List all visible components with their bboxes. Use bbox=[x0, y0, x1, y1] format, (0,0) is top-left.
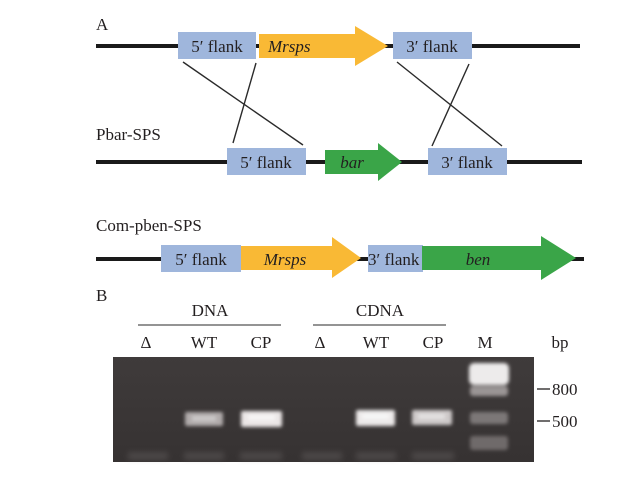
svg-text:Mrsps: Mrsps bbox=[267, 37, 311, 56]
gel-band bbox=[412, 410, 452, 425]
svg-text:3′ flank: 3′ flank bbox=[441, 153, 493, 172]
lane-label-dna-wt: WT bbox=[191, 333, 218, 352]
gene-arrow-bar: bar bbox=[325, 143, 402, 181]
gel-band bbox=[241, 411, 282, 427]
gel-band bbox=[356, 410, 395, 426]
lane-label-dna-cp: CP bbox=[251, 333, 272, 352]
flank-5-box: 5′ flank bbox=[178, 32, 256, 59]
flank-3-box bbox=[368, 245, 423, 272]
size-marker-800: 800 bbox=[537, 380, 578, 399]
svg-text:ben: ben bbox=[466, 250, 491, 269]
panel-b-label: B bbox=[96, 286, 107, 305]
svg-text:5′ flank: 5′ flank bbox=[191, 37, 243, 56]
construct-pbar-sps: 5′ flank bar 3′ flank bbox=[96, 143, 582, 181]
flank-5-box: 5′ flank bbox=[161, 245, 241, 272]
recombination-crossover-right bbox=[396, 61, 503, 147]
lane-label-cdna-cp: CP bbox=[423, 333, 444, 352]
lane-label-dna-delta: Δ bbox=[141, 333, 152, 352]
svg-text:bar: bar bbox=[340, 153, 364, 172]
group-label-cdna: CDNA bbox=[356, 301, 405, 320]
lane-label-cdna-wt: WT bbox=[363, 333, 390, 352]
svg-text:3′ flank: 3′ flank bbox=[406, 37, 458, 56]
svg-text:Mrsps: Mrsps bbox=[263, 250, 307, 269]
construct-name-pbar-sps: Pbar-SPS bbox=[96, 125, 161, 144]
lane-label-marker: M bbox=[477, 333, 492, 352]
marker-ladder bbox=[469, 363, 509, 450]
gene-arrow-mrsps: Mrsps bbox=[241, 237, 361, 278]
gel-image bbox=[113, 357, 534, 462]
lane-label-cdna-delta: Δ bbox=[315, 333, 326, 352]
recombination-crossover-left bbox=[182, 61, 304, 146]
flank-3-box: 3′ flank bbox=[393, 32, 472, 59]
unit-label-bp: bp bbox=[552, 333, 569, 352]
svg-text:500: 500 bbox=[552, 412, 578, 431]
gene-arrow-ben: ben bbox=[422, 236, 576, 280]
gel-background bbox=[113, 357, 534, 462]
size-marker-500: 500 bbox=[537, 412, 578, 431]
panel-a-label: A bbox=[96, 15, 109, 34]
svg-text:5′ flank: 5′ flank bbox=[240, 153, 292, 172]
construct-name-com-pben-sps: Com-pben-SPS bbox=[96, 216, 202, 235]
svg-text:800: 800 bbox=[552, 380, 578, 399]
construct-com-pben-sps: 5′ flank Mrsps ben 3′ flank bbox=[96, 236, 584, 280]
flank-3-label: 3′ flank bbox=[368, 250, 420, 269]
construct-wild-type: 5′ flank Mrsps 3′ flank bbox=[96, 26, 580, 66]
flank-5-box: 5′ flank bbox=[227, 148, 306, 175]
gel-band bbox=[185, 412, 223, 426]
group-label-dna: DNA bbox=[192, 301, 230, 320]
svg-text:5′ flank: 5′ flank bbox=[175, 250, 227, 269]
flank-3-box: 3′ flank bbox=[428, 148, 507, 175]
gene-arrow-mrsps: Mrsps bbox=[259, 26, 388, 66]
